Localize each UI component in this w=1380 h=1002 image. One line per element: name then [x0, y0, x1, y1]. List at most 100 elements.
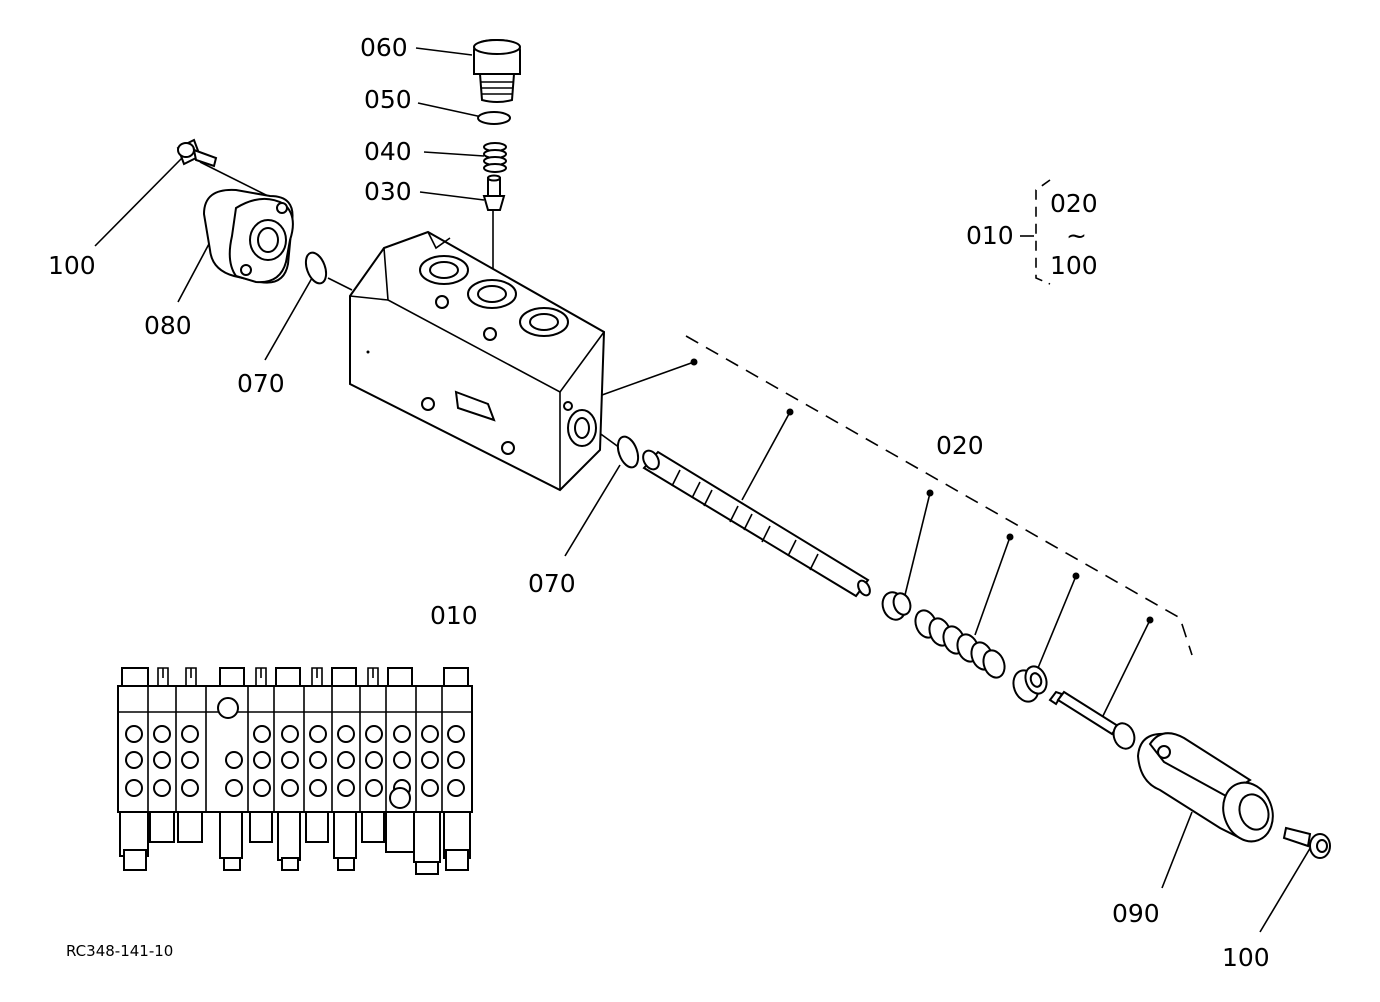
inset-port — [125, 725, 143, 743]
inset-small-fitting — [367, 667, 379, 686]
inset-top-fitting — [121, 667, 149, 687]
part-spool — [642, 449, 871, 598]
part-100-bolt-right — [1282, 826, 1331, 859]
label-060: 060 — [360, 33, 408, 62]
label-100-right: 100 — [1222, 943, 1270, 972]
inset-port — [225, 751, 243, 769]
valve-bank-inset — [117, 667, 473, 875]
inset-port — [337, 751, 355, 769]
inset-port — [281, 725, 299, 743]
inset-port — [421, 751, 439, 769]
inset-port — [447, 751, 465, 769]
inset-small-fitting — [255, 667, 267, 686]
drawing-code: RC348-141-10 — [66, 942, 173, 960]
valve-body — [349, 230, 606, 492]
inset-spool-end — [415, 861, 439, 875]
inset-port — [393, 751, 411, 769]
inset-spool-end — [445, 849, 469, 871]
inset-port — [181, 779, 199, 797]
part-040-spring — [483, 142, 507, 173]
part-spring-seat — [881, 591, 912, 621]
inset-port — [365, 725, 383, 743]
label-030: 030 — [364, 177, 412, 206]
inset-small-fitting — [157, 667, 169, 686]
inset-port — [281, 751, 299, 769]
inset-spool-end — [333, 811, 357, 859]
inset-spool-end — [305, 811, 329, 843]
inset-spool-end — [277, 811, 301, 861]
inset-spool-end — [337, 857, 355, 871]
label-100-left: 100 — [48, 251, 96, 280]
inset-port — [447, 779, 465, 797]
inset-port — [447, 725, 465, 743]
inset-port — [389, 787, 411, 809]
inset-port — [337, 779, 355, 797]
inset-port — [253, 751, 271, 769]
inset-spool-end — [177, 811, 203, 843]
inset-spool-end — [223, 857, 241, 871]
inset-spool-end — [281, 857, 299, 871]
inset-spool-end — [385, 811, 415, 853]
inset-port — [225, 779, 243, 797]
label-050: 050 — [364, 85, 412, 114]
label-070-lower: 070 — [528, 569, 576, 598]
inset-port — [421, 779, 439, 797]
part-100-bolt-left — [176, 138, 218, 168]
inset-port — [125, 751, 143, 769]
inset-port — [281, 779, 299, 797]
inset-port — [309, 751, 327, 769]
inset-spool-end — [361, 811, 385, 843]
inset-spool-end — [249, 811, 273, 843]
inset-spool-end — [149, 811, 175, 843]
inset-port — [365, 779, 383, 797]
label-070-upper: 070 — [237, 369, 285, 398]
part-090-cap — [1136, 732, 1274, 843]
inset-top-fitting — [275, 667, 301, 687]
inset-top-fitting — [443, 667, 469, 687]
inset-port — [181, 725, 199, 743]
inset-port — [181, 751, 199, 769]
inset-port — [153, 751, 171, 769]
part-spring — [914, 609, 1006, 679]
inset-top-fitting — [331, 667, 357, 687]
label-090: 090 — [1112, 899, 1160, 928]
part-080-cap — [202, 188, 294, 284]
inset-port — [393, 725, 411, 743]
part-050-oring — [477, 111, 511, 125]
legend-assembly: 010 — [966, 221, 1014, 250]
label-010-inset: 010 — [430, 601, 478, 630]
part-070-oring-lower — [616, 435, 640, 469]
inset-small-fitting — [185, 667, 197, 686]
assembly-020-bracket — [685, 335, 1193, 656]
inset-port — [217, 697, 239, 719]
part-stroke-bolt — [1048, 690, 1136, 750]
inset-spool-end — [123, 849, 147, 871]
leader-lines — [94, 47, 1313, 933]
inset-port — [421, 725, 439, 743]
label-020: 020 — [936, 431, 984, 460]
inset-port — [365, 751, 383, 769]
inset-spool-end — [219, 811, 243, 859]
legend-range-end: 100 — [1050, 251, 1098, 280]
inset-port — [153, 779, 171, 797]
part-030-poppet — [482, 174, 506, 211]
legend-bracket — [1020, 179, 1051, 285]
part-070-oring-upper — [304, 251, 328, 285]
legend-range-start: 020 — [1050, 189, 1098, 218]
part-seat — [1012, 665, 1048, 703]
legend-range-sep: ~ — [1066, 221, 1087, 250]
inset-port — [337, 725, 355, 743]
inset-top-fitting — [219, 667, 245, 687]
inset-port — [253, 779, 271, 797]
inset-spool-end — [413, 811, 441, 863]
inset-port — [125, 779, 143, 797]
inset-port — [309, 725, 327, 743]
inset-top-fitting — [387, 667, 413, 687]
label-080: 080 — [144, 311, 192, 340]
part-060-plug — [473, 38, 521, 103]
inset-port — [309, 779, 327, 797]
inset-small-fitting — [311, 667, 323, 686]
inset-port — [153, 725, 171, 743]
label-040: 040 — [364, 137, 412, 166]
